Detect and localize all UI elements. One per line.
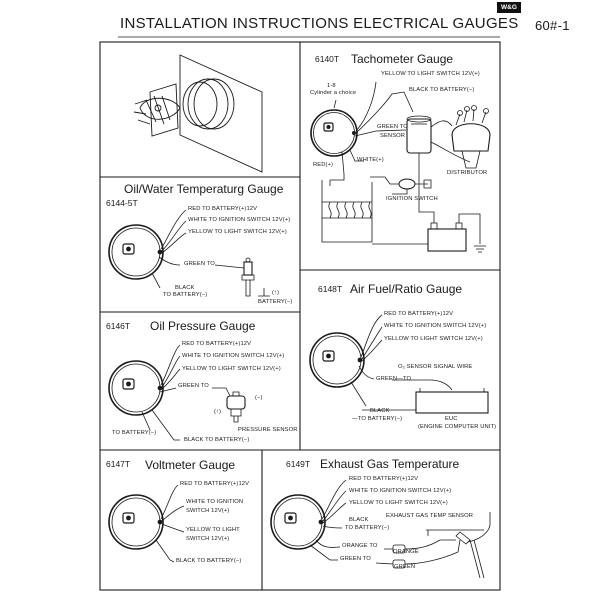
tach-part-number: 6140T	[315, 54, 340, 64]
volt-title: Voltmeter Gauge	[145, 458, 236, 472]
panel-frame	[99, 41, 501, 591]
page-title: INSTALLATION INSTRUCTIONS ELECTRICAL GAU…	[120, 15, 519, 32]
oil-pressure-sensor-label: PRESSURE SENSOR	[238, 427, 298, 433]
oil-part-number: 6146T	[106, 321, 131, 331]
afr-title: Air Fuel/Ratio Gauge	[350, 282, 463, 296]
water-temp-part-number: 6144-5T	[106, 198, 138, 208]
afr-part-number: 6148T	[318, 284, 343, 294]
volt-yellow-wire-label: YELLOW TO LIGHT	[186, 527, 240, 533]
water-green-wire-label: GREEN TO	[184, 261, 215, 267]
egt-black-to-battery-label: TO BATTERY(−)	[345, 525, 390, 531]
tach-green-wire-label: GREEN TO	[377, 124, 408, 130]
egt-diagram	[270, 479, 491, 579]
oil-minus-symbol: (−)	[255, 395, 263, 401]
water-black-wire-label: BLACK	[175, 285, 195, 291]
coil-windings	[322, 201, 372, 219]
egt-red-wire-label: RED TO BATTERY(+)12V	[349, 476, 419, 482]
brand-logo: W&G	[497, 2, 521, 13]
egt-white-wire-label: WHITE TO IGNITION SWITCH 12V(+)	[349, 488, 452, 494]
afr-red-wire-label: RED TO BATTERY(+)12V	[384, 311, 454, 317]
egt-green-wire-label: GREEN	[394, 564, 416, 570]
water-temp-diagram	[108, 209, 270, 297]
volt-white-switch-label: SWITCH 12V(+)	[186, 508, 230, 514]
egt-orange-to-label: ORANGE TO	[342, 543, 378, 549]
egt-yellow-wire-label: YELLOW TO LIGHT SWITCH 12V(+)	[349, 500, 448, 506]
egt-green-to-label: GREEN TO	[340, 556, 371, 562]
tach-cylinder-label: 1-8	[327, 83, 336, 89]
tach-black-wire-label: BLACK TO BATTERY(−)	[409, 87, 475, 93]
egt-part-number: 6149T	[286, 459, 311, 469]
water-yellow-wire-label: YELLOW TO LIGHT SWITCH 12V(+)	[188, 229, 287, 235]
volt-red-wire-label: RED TO BATTERY(+)12V	[180, 481, 250, 487]
afr-yellow-wire-label: YELLOW TO LIGHT SWITCH 12V(+)	[384, 336, 483, 342]
afr-black-wire-label: BLACK	[370, 408, 390, 414]
oil-title: Oil Pressure Gauge	[150, 319, 256, 333]
afr-euc-label: EUC	[445, 416, 458, 422]
volt-white-wire-label: WHITE TO IGNITION	[186, 499, 244, 505]
tach-ignition-switch-label: IGNITION SWITCH	[386, 196, 438, 202]
egt-black-wire-label: BLACK	[349, 517, 369, 523]
oil-yellow-wire-label: YELLOW TO LIGHT SWITCH 12V(+)	[182, 366, 281, 372]
water-symbol-label: (↑)	[272, 290, 280, 296]
oil-symbol-label: (↑)	[214, 409, 222, 415]
afr-diagram	[309, 314, 489, 414]
page-number: 60#-1	[535, 18, 570, 33]
afr-black-to-battery-label: —TO BATTERY(−)	[352, 416, 403, 422]
egt-title: Exhaust Gas Temperature	[320, 457, 460, 471]
volt-part-number: 6147T	[106, 459, 131, 469]
volt-diagram	[108, 484, 185, 563]
afr-engine-computer-label: (ENGINE COMPUTER UNIT)	[418, 424, 497, 430]
egt-sensor-label: EXHAUST GAS TEMP SENSOR	[386, 513, 474, 519]
tach-red-wire-label: RED(+)	[313, 162, 334, 168]
oil-pressure-diagram	[108, 344, 246, 441]
volt-black-wire-label: BLACK TO BATTERY(−)	[176, 558, 242, 564]
oil-green-wire-label: GREEN TO	[178, 383, 209, 389]
tach-distributor-label: DISTRIBUTOR	[447, 170, 488, 176]
tach-diagram	[310, 81, 491, 253]
oil-red-wire-label: RED TO BATTERY(+)12V	[182, 341, 252, 347]
water-red-wire-label: RED TO BATTERY(+)12V	[188, 206, 258, 212]
volt-yellow-switch-label: SWITCH 12V(+)	[186, 536, 230, 542]
water-white-wire-label: WHITE TO IGNITION SWITCH 12V(+)	[188, 217, 291, 223]
tach-white-wire-label: WHITE(+)	[357, 157, 384, 163]
gauge-mounting-illustration	[133, 54, 263, 173]
water-black-to-battery-label: TO BATTERY(−)	[163, 292, 208, 298]
tach-cylinder-choice-label: Cylinder a choice	[310, 90, 357, 96]
afr-green-wire-label: GREEN—TO	[376, 376, 412, 382]
egt-orange-wire-label: ORANGE	[393, 549, 419, 555]
afr-o2-sensor-label: O₂ SENSOR SIGNAL WIRE	[398, 364, 473, 370]
tach-yellow-wire-label: YELLOW TO LIGHT SWITCH 12V(+)	[381, 71, 480, 77]
oil-black-wire-label: BLACK TO BATTERY(−)	[184, 437, 250, 443]
water-battery-label: BATTERY(−)	[258, 299, 293, 305]
oil-to-battery-label: TO BATTERY(−)	[112, 430, 157, 436]
water-temp-title: Oil/Water Temperaturg Gauge	[124, 182, 284, 196]
tach-sensor-label: SENSOR	[380, 133, 406, 139]
afr-white-wire-label: WHITE TO IGNITION SWITCH 12V(+)	[384, 323, 487, 329]
tach-title: Tachometer Gauge	[351, 52, 454, 66]
oil-white-wire-label: WHITE TO IGNITION SWITCH 12V(+)	[182, 353, 285, 359]
